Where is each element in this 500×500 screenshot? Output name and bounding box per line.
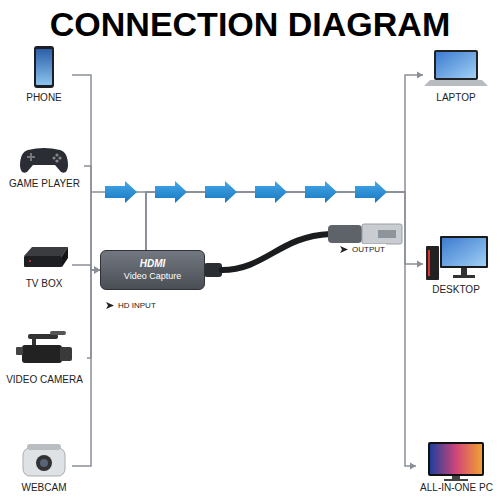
device-label: PHONE xyxy=(26,92,62,104)
allinone-frame xyxy=(428,442,484,476)
arrow-head xyxy=(417,72,423,79)
tvbox-top xyxy=(24,247,68,256)
controller-dpad xyxy=(30,153,32,161)
connector xyxy=(146,72,423,251)
connector xyxy=(146,192,416,470)
device-node: VIDEO CAMERA xyxy=(2,328,87,388)
usba-shell xyxy=(362,224,402,244)
input-marker xyxy=(106,302,114,309)
device-label: VIDEO CAMERA xyxy=(6,374,83,386)
flow-arrow xyxy=(205,181,237,203)
allinone-foot xyxy=(444,479,468,481)
laptop-screen xyxy=(436,52,476,78)
camera-body xyxy=(22,345,62,363)
desktop-stand xyxy=(461,268,467,275)
connector-line xyxy=(72,270,100,466)
allinone-stand xyxy=(452,476,460,479)
tvbox-side xyxy=(62,247,68,267)
controller-button xyxy=(55,153,58,156)
webcam-lens-inner xyxy=(40,459,48,467)
usb-cable xyxy=(204,224,402,277)
connector-line xyxy=(72,75,100,270)
desktop-screen xyxy=(442,238,486,266)
controller-button xyxy=(58,156,61,159)
desktop-monitor xyxy=(440,236,488,268)
laptop-icon xyxy=(424,50,488,86)
camera-lens xyxy=(60,347,72,361)
device-node: GAME PLAYER xyxy=(5,140,84,192)
usba-slot xyxy=(378,230,396,238)
desktop-tower xyxy=(426,246,439,280)
connector-line xyxy=(87,270,100,358)
laptop-base xyxy=(424,80,488,86)
flow-arrow xyxy=(355,181,387,203)
controller-button xyxy=(55,159,58,162)
device-label: GAME PLAYER xyxy=(9,178,80,190)
connector-line xyxy=(146,75,423,250)
webcam-top xyxy=(27,444,61,450)
connector xyxy=(72,75,100,274)
device-label: DESKTOP xyxy=(432,284,480,296)
device-node: DESKTOP xyxy=(423,230,489,298)
flow-arrows xyxy=(105,181,387,203)
connector-line xyxy=(84,166,100,270)
input-label: HD INPUT xyxy=(117,300,157,311)
webcam-icon xyxy=(23,444,65,476)
connector xyxy=(72,267,100,467)
connector xyxy=(84,166,100,274)
output-label: OUTPUT xyxy=(351,244,386,255)
phone-body xyxy=(34,46,54,88)
arrow-head xyxy=(417,261,423,268)
desktop-tower-light xyxy=(428,250,430,276)
arrow-head xyxy=(410,463,416,470)
device-node: TV BOX xyxy=(16,238,72,292)
camera-mic xyxy=(50,331,66,335)
webcam-lens xyxy=(36,455,52,471)
device-print: Video Capture xyxy=(124,270,181,282)
camera-icon xyxy=(16,331,72,363)
flow-arrow xyxy=(305,181,337,203)
usbc-adapter xyxy=(328,225,362,243)
capture-device: HDMIVideo Capture xyxy=(100,250,205,290)
diagram-title: CONNECTION DIAGRAM xyxy=(0,2,500,46)
controller-icon xyxy=(20,148,68,173)
allinone-icon xyxy=(428,442,484,481)
device-node: LAPTOP xyxy=(423,44,489,106)
connector xyxy=(72,265,100,274)
device-label: LAPTOP xyxy=(436,92,475,104)
flow-arrow xyxy=(105,181,137,203)
camera-viewfinder xyxy=(16,347,23,355)
device-node: WEBCAM xyxy=(16,436,72,496)
device-logo: HDMI xyxy=(140,258,166,270)
flow-arrow xyxy=(155,181,187,203)
desktop-icon xyxy=(426,236,488,280)
phone-screen xyxy=(36,49,52,85)
device-node: ALL-IN-ONE PC xyxy=(416,436,497,496)
controller-button xyxy=(52,156,55,159)
tvbox-icon xyxy=(24,247,68,267)
connector-line xyxy=(146,192,416,466)
allinone-screen xyxy=(430,444,482,474)
connector xyxy=(87,267,100,359)
flow-arrow xyxy=(255,181,287,203)
output-marker xyxy=(340,246,348,253)
desktop-foot xyxy=(453,275,475,278)
webcam-body xyxy=(23,448,65,476)
device-node: PHONE xyxy=(16,44,72,106)
device-label: TV BOX xyxy=(26,278,63,290)
tvbox-light xyxy=(29,260,31,262)
device-label: ALL-IN-ONE PC xyxy=(420,482,493,494)
device-label: WEBCAM xyxy=(22,482,67,494)
tvbox-front xyxy=(24,256,62,267)
laptop-lid xyxy=(434,50,478,80)
cable xyxy=(222,234,330,270)
phone-icon xyxy=(34,46,54,88)
controller-body xyxy=(20,148,68,173)
camera-handle-post xyxy=(32,338,36,346)
